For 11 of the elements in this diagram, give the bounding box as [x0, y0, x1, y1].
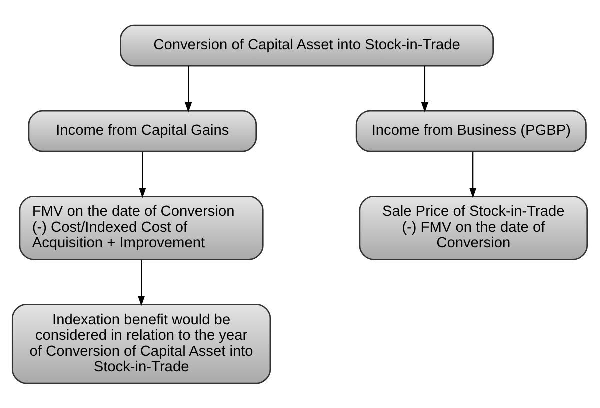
node-box: Conversion of Capital Asset into Stock-in-Trade	[120, 24, 494, 66]
node-box: Income from Business (PGBP)	[356, 110, 587, 152]
node-box: FMV on the date of Conversion (-) Cost/Indexed Cost of Acquisition + Improvement	[19, 195, 264, 260]
arrow	[185, 66, 192, 112]
node-box: Income from Capital Gains	[28, 110, 258, 152]
arrow	[470, 151, 477, 198]
node-box: Indexation benefit would be considered in relation to the year of Conversion of Capital Asset into Stock-in-Trade	[12, 304, 272, 384]
arrow	[138, 259, 146, 306]
node-box: Sale Price of Stock-in-Trade (-) FMV on the date of Conversion	[359, 195, 588, 260]
arrow	[139, 151, 146, 198]
arrow	[421, 66, 429, 112]
